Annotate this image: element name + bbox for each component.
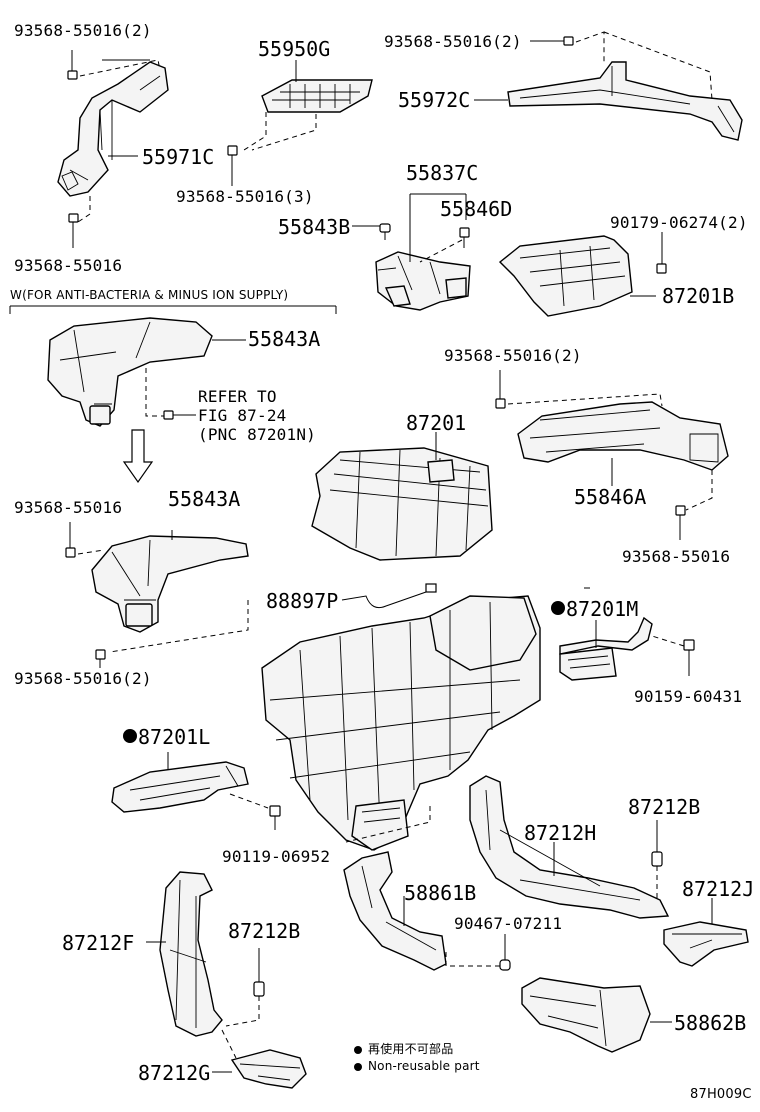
- part-87201L-duct: [111, 761, 249, 813]
- label-93568-55016-right: 93568-55016: [622, 547, 731, 566]
- label-55843B: 55843B: [278, 215, 351, 239]
- label-58861B: 58861B: [404, 881, 477, 905]
- legend-non-reusable-cn: 再使用不可部品: [368, 1042, 454, 1056]
- clip-87212B-left: [253, 948, 265, 997]
- bolt-90179-06274-2: [656, 232, 667, 274]
- label-55837C: 55837C: [406, 161, 479, 185]
- label-90467-07211: 90467-07211: [454, 914, 563, 933]
- part-55843A-lower: [91, 535, 249, 633]
- label-55972C: 55972C: [398, 88, 471, 112]
- label-87212B-right: 87212B: [628, 795, 701, 819]
- label-87201B: 87201B: [662, 284, 735, 308]
- bolt-93568-55016-left: [68, 213, 79, 248]
- bolt-93568-55016-2-top-right: [530, 36, 574, 46]
- label-88897P: 88897P: [266, 589, 339, 613]
- down-arrow-icon: [122, 429, 154, 484]
- label-55846A: 55846A: [574, 485, 647, 509]
- part-87212H-duct: [469, 775, 670, 919]
- label-55950G: 55950G: [258, 37, 331, 61]
- label-55843A-lower: 55843A: [168, 487, 241, 511]
- label-87212H: 87212H: [524, 821, 597, 845]
- clip-87212B-right: [651, 820, 663, 867]
- label-90179-06274-2: 90179-06274(2): [610, 213, 748, 232]
- bolt-93568-55016-mid-left: [65, 522, 76, 558]
- label-93568-55016-2-right: 93568-55016(2): [444, 346, 582, 365]
- part-55971C-duct: [57, 61, 169, 197]
- part-87201B-duct: [498, 235, 633, 317]
- label-93568-55016-2-top-left: 93568-55016(2): [14, 21, 152, 40]
- part-55846A-duct: [517, 401, 729, 471]
- part-55843A-upper: [47, 317, 213, 427]
- label-87201L: 87201L: [138, 725, 211, 749]
- part-88897P-hose: [341, 583, 437, 609]
- part-58862B-duct: [521, 977, 651, 1053]
- label-93568-55016-mid-left: 93568-55016: [14, 498, 123, 517]
- bolt-90119-06952: [269, 805, 281, 830]
- label-w-note: W(FOR ANTI-BACTERIA & MINUS ION SUPPLY): [10, 288, 289, 302]
- label-93568-55016-3: 93568-55016(3): [176, 187, 314, 206]
- part-main-heater-unit: [261, 595, 541, 851]
- part-87201-unit: [311, 447, 493, 561]
- label-55846D: 55846D: [440, 197, 513, 221]
- label-87212J: 87212J: [682, 877, 755, 901]
- label-87212B-left: 87212B: [228, 919, 301, 943]
- label-refer-to: REFER TO: [198, 387, 277, 406]
- bolt-90159-60431: [683, 639, 695, 676]
- part-55950G-grille: [261, 60, 373, 113]
- label-93568-55016-2-lower-left: 93568-55016(2): [14, 669, 152, 688]
- bolt-93568-55016-2-top-left: [67, 50, 78, 80]
- label-87212G: 87212G: [138, 1061, 211, 1085]
- label-90159-60431: 90159-60431: [634, 687, 743, 706]
- label-90119-06952: 90119-06952: [222, 847, 331, 866]
- label-93568-55016-left: 93568-55016: [14, 256, 123, 275]
- bolt-refer: [163, 410, 196, 420]
- label-refer-fig: FIG 87-24: [198, 406, 287, 425]
- clip-55843B: [352, 223, 391, 240]
- label-55843A-upper: 55843A: [248, 327, 321, 351]
- bolt-90467-07211: [499, 934, 511, 971]
- part-55972C-duct: [507, 61, 743, 141]
- part-58861B-duct: [343, 851, 447, 971]
- bolt-93568-55016-3: [227, 145, 238, 186]
- label-93568-55016-2-top-right: 93568-55016(2): [384, 32, 522, 51]
- part-55837C-duct: [375, 251, 471, 311]
- label-87201M: 87201M: [566, 597, 639, 621]
- label-55971C: 55971C: [142, 145, 215, 169]
- part-87212G-bracket: [230, 1049, 307, 1089]
- bolt-55846D: [459, 227, 470, 248]
- part-87212F-duct: [159, 871, 223, 1037]
- part-87212J-bracket: [663, 921, 749, 967]
- part-87201M-actuator: [559, 616, 653, 681]
- label-87201: 87201: [406, 411, 467, 435]
- bolt-93568-55016-2-right: [495, 370, 506, 409]
- bolt-93568-55016-2-lower-left: [95, 649, 106, 668]
- figure-code: 87H009C: [690, 1087, 752, 1102]
- label-87212F: 87212F: [62, 931, 135, 955]
- bolt-93568-55016-right: [675, 505, 686, 540]
- legend-non-reusable-en: Non-reusable part: [368, 1059, 480, 1073]
- label-refer-pnc: (PNC 87201N): [198, 425, 316, 444]
- label-58862B: 58862B: [674, 1011, 747, 1035]
